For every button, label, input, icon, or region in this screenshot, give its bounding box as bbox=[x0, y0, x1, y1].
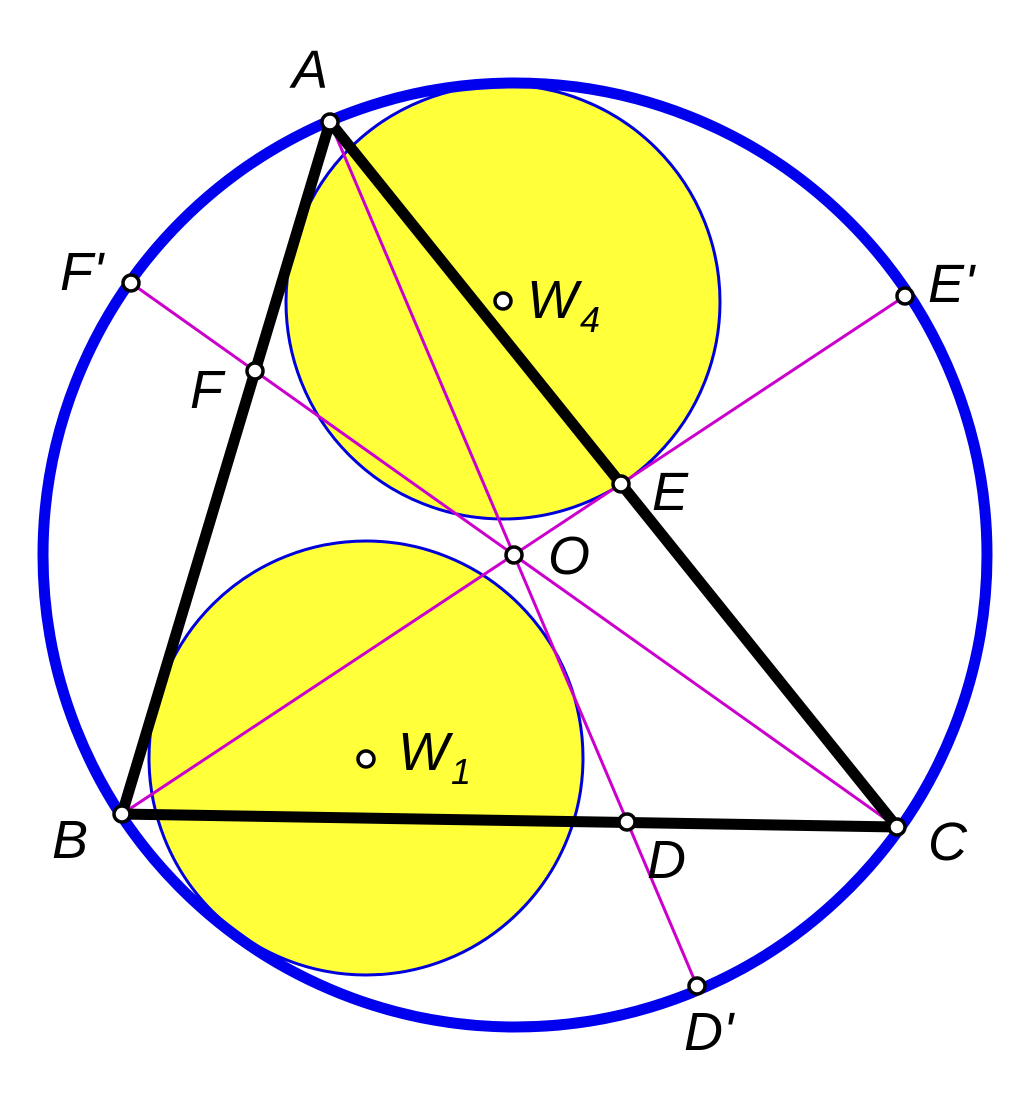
point-a bbox=[320, 112, 340, 132]
point-d-prime bbox=[687, 976, 707, 996]
label-c: C bbox=[928, 812, 968, 872]
label-w4-base: W bbox=[527, 270, 583, 330]
label-w1-sub: 1 bbox=[451, 751, 471, 792]
points bbox=[112, 112, 915, 996]
point-f bbox=[245, 361, 265, 381]
label-w4-sub: 4 bbox=[580, 299, 600, 340]
label-d-prime: D' bbox=[684, 1002, 735, 1062]
point-w4 bbox=[493, 291, 513, 311]
label-w4: W4 bbox=[527, 270, 600, 340]
label-b: B bbox=[52, 810, 88, 870]
point-w1 bbox=[356, 749, 376, 769]
point-e bbox=[611, 474, 631, 494]
point-f-prime bbox=[121, 273, 141, 293]
point-d bbox=[617, 812, 637, 832]
point-c bbox=[887, 817, 907, 837]
label-f: F bbox=[190, 360, 226, 420]
label-o: O bbox=[548, 526, 590, 586]
label-e-prime: E' bbox=[928, 254, 976, 314]
label-e: E bbox=[652, 462, 689, 522]
labels: A B C D E F O D' E' F' W4 W1 bbox=[52, 40, 976, 1062]
point-o bbox=[504, 545, 524, 565]
label-w1: W1 bbox=[398, 722, 471, 792]
triangle-abc bbox=[116, 116, 903, 833]
circumcircle bbox=[37, 77, 993, 1033]
label-f-prime: F' bbox=[60, 242, 105, 302]
point-e-prime bbox=[895, 286, 915, 306]
label-a: A bbox=[289, 40, 328, 100]
point-b bbox=[112, 804, 132, 824]
label-w1-base: W bbox=[398, 722, 454, 782]
label-d: D bbox=[647, 830, 686, 890]
